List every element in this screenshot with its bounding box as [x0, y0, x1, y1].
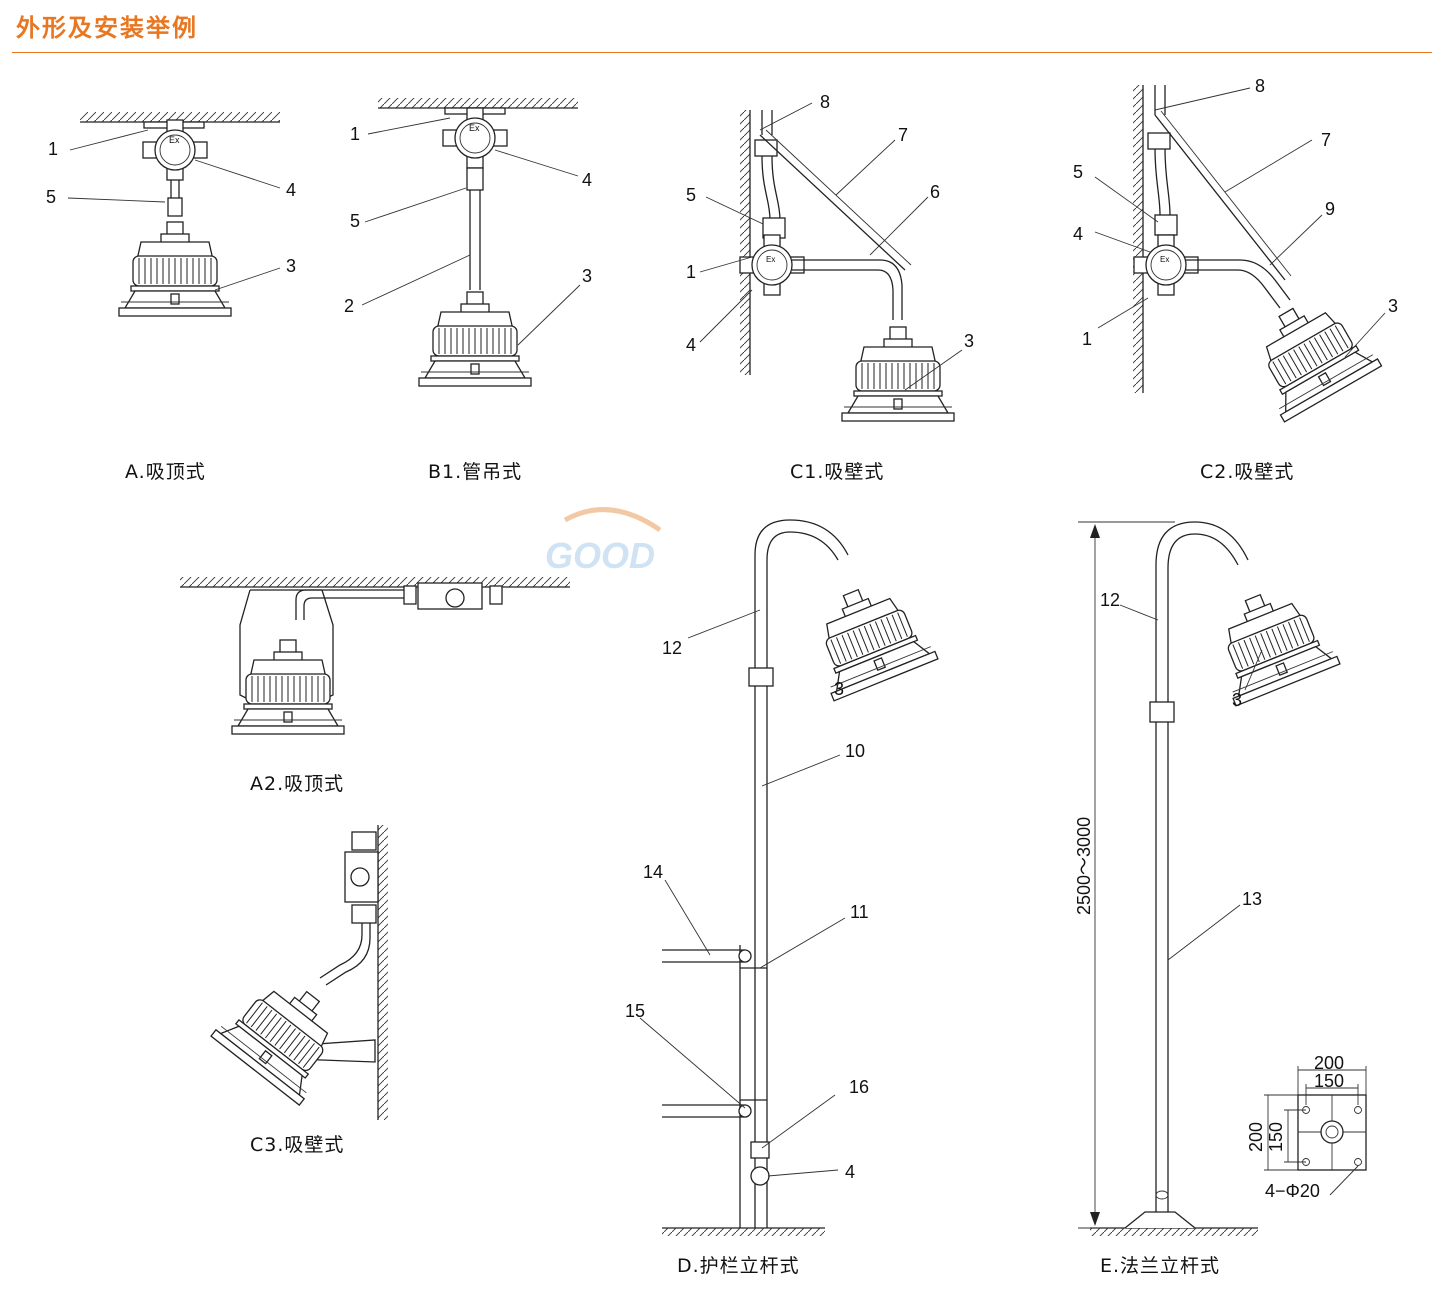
- ex-mark-c1: Ex: [766, 255, 775, 264]
- dimension-holes: 4−Φ20: [1265, 1181, 1320, 1201]
- label-c2-8: 8: [1255, 76, 1265, 96]
- diagram-b1: 1 5 2 4 3 B1.管吊式: [344, 98, 592, 483]
- label-c1-7: 7: [898, 125, 908, 145]
- caption-b1: B1.管吊式: [428, 461, 522, 483]
- label-b1-5: 5: [350, 211, 360, 231]
- diagram-e: 2500～3000 12 3 13: [1074, 521, 1367, 1277]
- caption-c1: C1.吸壁式: [790, 461, 884, 483]
- label-d-12: 12: [662, 638, 682, 658]
- label-b1-2: 2: [344, 296, 354, 316]
- dimension-side-outer: 200: [1246, 1122, 1266, 1152]
- label-d-4: 4: [845, 1162, 855, 1182]
- label-c1-3: 3: [964, 331, 974, 351]
- diagram-c3: C3.吸壁式: [210, 825, 388, 1156]
- title-divider: [12, 52, 1432, 53]
- label-d-15: 15: [625, 1001, 645, 1021]
- label-c2-1: 1: [1082, 329, 1092, 349]
- label-c1-6: 6: [930, 182, 940, 202]
- dimension-height: 2500～3000: [1074, 817, 1094, 915]
- watermark-text: GOOD: [545, 535, 655, 576]
- label-e-12: 12: [1100, 590, 1120, 610]
- label-c2-9: 9: [1325, 199, 1335, 219]
- label-c1-1: 1: [686, 262, 696, 282]
- caption-c2: C2.吸壁式: [1200, 461, 1294, 483]
- dimension-side-inner: 150: [1266, 1122, 1286, 1152]
- label-b1-3: 3: [582, 266, 592, 286]
- caption-a2: A2.吸顶式: [250, 773, 344, 795]
- label-a-1: 1: [48, 139, 58, 159]
- label-c2-7: 7: [1321, 130, 1331, 150]
- label-a-3: 3: [286, 256, 296, 276]
- diagram-d: 12 3 10 14 11 15 16 4 D.护栏立杆式: [625, 519, 939, 1277]
- dimension-inner: 150: [1314, 1071, 1344, 1091]
- flange-plan: 200 150 200 150 4−Φ20: [1246, 1053, 1367, 1201]
- label-d-10: 10: [845, 741, 865, 761]
- label-d-11: 11: [850, 902, 869, 922]
- dimension-outer: 200: [1314, 1053, 1344, 1073]
- caption-e: E.法兰立杆式: [1100, 1255, 1220, 1277]
- diagram-c2: 8 7 5 9 4 1 3 C2.吸壁式: [1073, 76, 1398, 483]
- label-b1-4: 4: [582, 170, 592, 190]
- label-d-16: 16: [849, 1077, 869, 1097]
- page-title: 外形及安装举例: [16, 14, 198, 42]
- label-e-3: 3: [1232, 690, 1242, 710]
- label-c1-8: 8: [820, 92, 830, 112]
- label-a-5: 5: [46, 187, 56, 207]
- label-c2-4: 4: [1073, 224, 1083, 244]
- label-d-3: 3: [834, 679, 844, 699]
- label-c2-3: 3: [1388, 296, 1398, 316]
- caption-d: D.护栏立杆式: [677, 1255, 800, 1277]
- diagram-c1: 8 7 6 5 1 4 3 C1.吸壁式: [686, 92, 974, 483]
- ex-mark-a: Ex: [169, 135, 180, 145]
- diagram-a: 1 5 4 3 A.吸顶式: [46, 112, 296, 483]
- diagram-a2: A2.吸顶式: [180, 577, 570, 795]
- label-a-4: 4: [286, 180, 296, 200]
- caption-c3: C3.吸壁式: [250, 1134, 344, 1156]
- label-c2-5: 5: [1073, 162, 1083, 182]
- label-d-14: 14: [643, 862, 663, 882]
- label-c1-5: 5: [686, 185, 696, 205]
- ex-mark-c2: Ex: [1160, 255, 1169, 264]
- label-e-13: 13: [1242, 889, 1262, 909]
- ex-mark-b1: Ex: [469, 123, 480, 133]
- label-b1-1: 1: [350, 124, 360, 144]
- label-c1-4: 4: [686, 335, 696, 355]
- caption-a: A.吸顶式: [125, 461, 206, 483]
- watermark-logo: GOOD: [545, 507, 662, 576]
